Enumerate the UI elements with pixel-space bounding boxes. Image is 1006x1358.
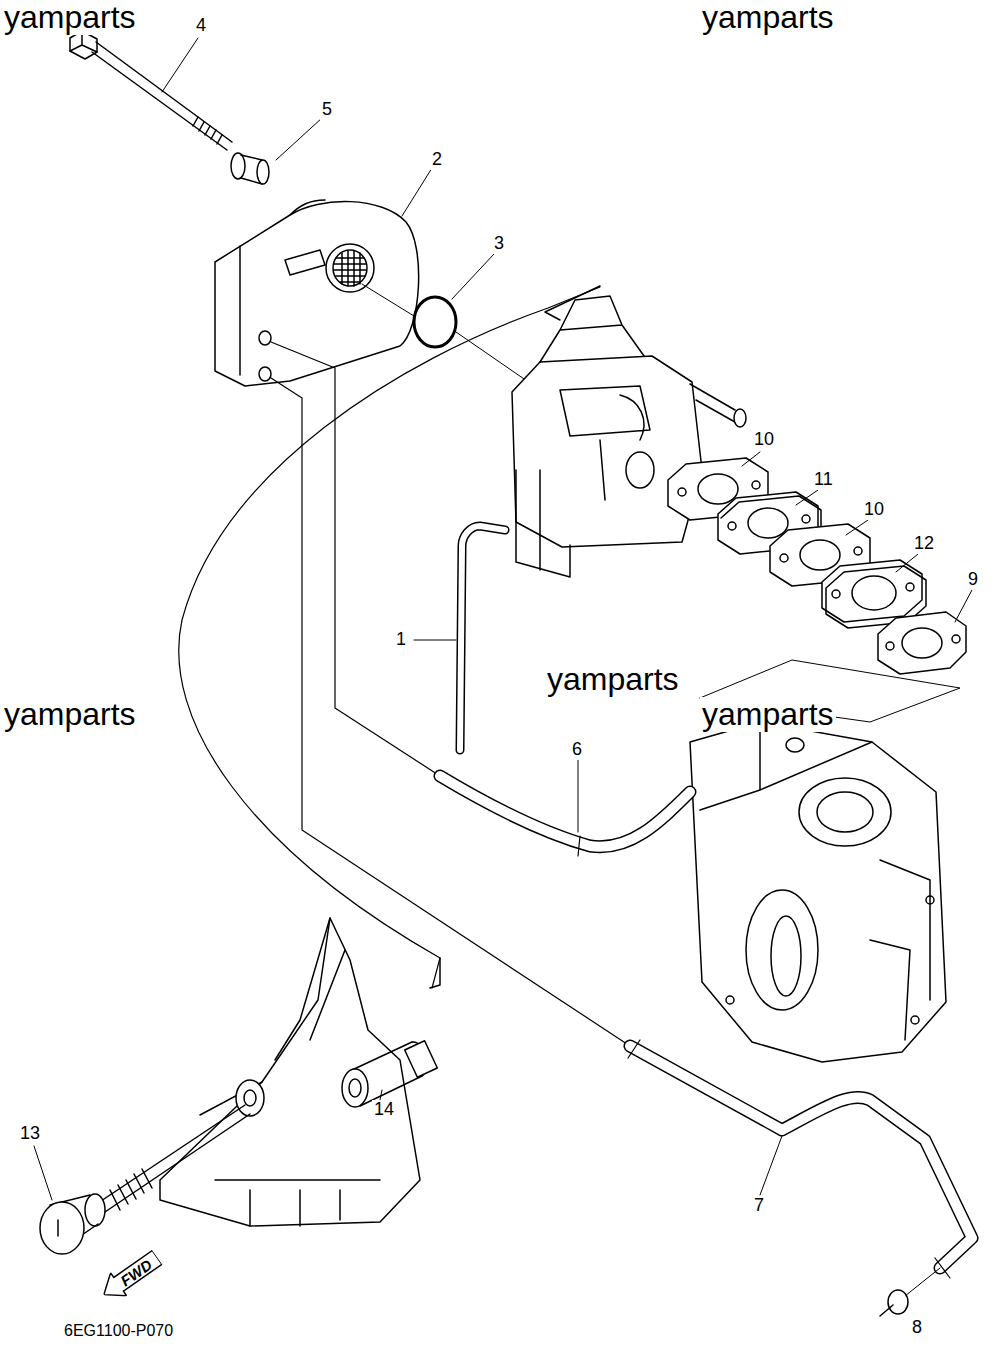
leader-line — [34, 38, 972, 1200]
gasket — [668, 458, 966, 674]
bolt — [70, 31, 232, 150]
watermark: yamparts — [2, 697, 138, 732]
watermark: yamparts — [700, 697, 836, 732]
carburetor — [512, 286, 746, 577]
sleeve — [342, 1041, 437, 1107]
callout-number: 13 — [18, 1124, 42, 1144]
callout-number: 8 — [910, 1318, 924, 1338]
callout-number: 14 — [372, 1100, 396, 1120]
callout-number: 6 — [570, 740, 584, 760]
callout-number: 10 — [752, 430, 776, 450]
arrow-shape — [96, 1246, 165, 1306]
diagram-code: 6EG1100-P070 — [62, 1322, 175, 1340]
callout-number: 7 — [752, 1196, 766, 1216]
arrow-label: FWD — [117, 1255, 155, 1289]
callout-number: 11 — [812, 470, 835, 490]
callout-number: 4 — [194, 16, 208, 36]
callout-number: 12 — [912, 534, 936, 554]
callout-number: 10 — [862, 500, 886, 520]
choke-cable — [179, 287, 600, 988]
callout-number: 5 — [320, 100, 334, 120]
callout-number: 3 — [492, 234, 506, 254]
watermark: yamparts — [545, 662, 681, 697]
assembly-line — [362, 284, 540, 390]
collar — [231, 153, 269, 184]
crankcase — [690, 722, 946, 1062]
direction-arrow: FWD — [96, 1246, 165, 1306]
callout-number: 2 — [430, 150, 444, 170]
watermark: yamparts — [2, 0, 138, 35]
breather-line — [271, 378, 630, 1046]
watermark: yamparts — [700, 0, 836, 35]
steering-bracket — [160, 918, 440, 1226]
breather-line — [271, 342, 440, 776]
clip — [880, 1290, 908, 1316]
callout-number: 9 — [966, 570, 980, 590]
hose — [440, 526, 972, 1278]
knob — [40, 1105, 250, 1254]
silencer — [215, 200, 419, 386]
o-ring — [414, 297, 456, 347]
callout-number: 1 — [394, 630, 408, 650]
